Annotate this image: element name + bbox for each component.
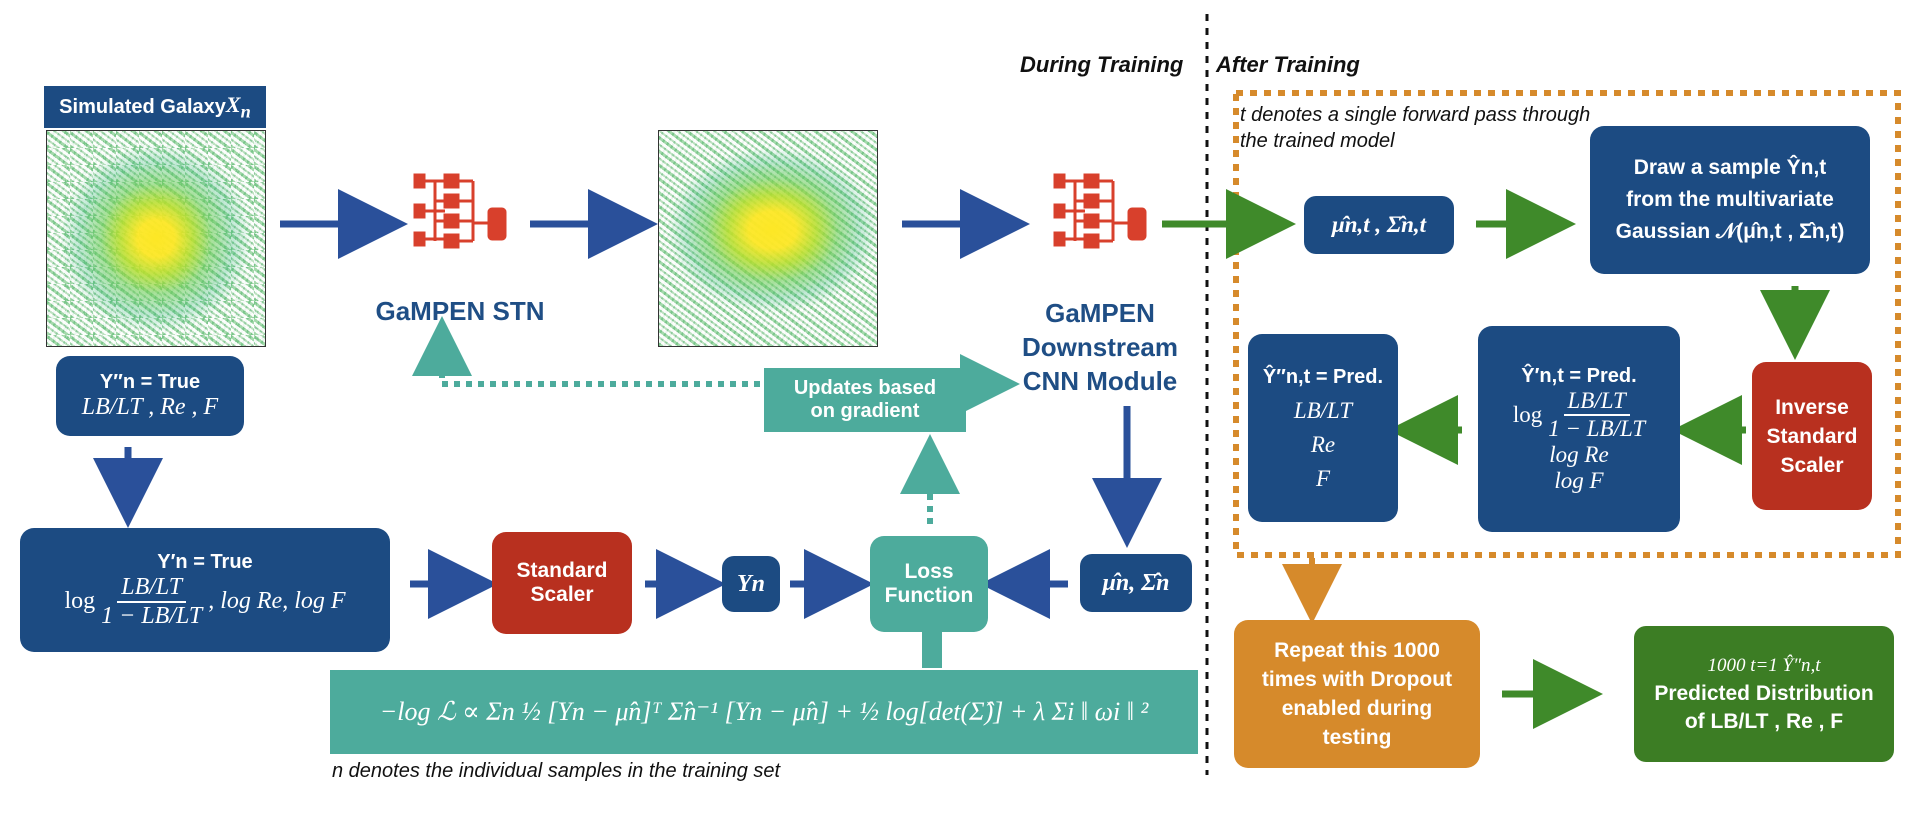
transformed-galaxy-image (658, 130, 878, 347)
draw-line3: Gaussian 𝒩(μ̂n,t , Σ̂n,t) (1615, 220, 1845, 243)
simulated-galaxy-label: Simulated Galaxy Xn (44, 86, 266, 128)
stn-network-icon (413, 173, 507, 249)
downstream-label-line2: Downstream (1021, 332, 1179, 362)
draw-line1: Draw a sample Ŷn,t (1633, 156, 1827, 179)
standard-scaler-line1: Standard (516, 559, 608, 582)
downstream-label-line1: GaMPEN (1045, 298, 1155, 328)
final-line2: Predicted Distribution (1654, 682, 1874, 705)
pred-prime-fraction: LB/LT 1 − LB/LT (1548, 388, 1645, 442)
repeat-line1: Repeat this 1000 (1274, 639, 1440, 662)
inverse-line1: Inverse (1775, 395, 1849, 419)
mu-sigma-t-box: μ̂n,t , Σ̂n,t (1304, 196, 1454, 254)
true-transformed-rest: , log Re, log F (208, 588, 346, 614)
true-transformed-box: Y′n = True log LB/LT 1 − LB/LT , log Re,… (20, 528, 390, 652)
during-training-header: During Training (1020, 52, 1184, 77)
loss-stem (922, 632, 942, 668)
pred-dprime-line1: Ŷ″n,t = Pred. (1262, 366, 1384, 388)
inverse-line3: Scaler (1780, 453, 1844, 477)
repeat-dropout-box: Repeat this 1000 times with Dropout enab… (1234, 620, 1480, 768)
pred-dprime-line3: Re (1310, 432, 1336, 457)
predicted-distribution-box: 1000 t=1 Ŷ″n,t Predicted Distribution of… (1634, 626, 1894, 762)
loss-formula-box: −log ℒ ∝ Σn ½ [Yn − μ̂n]ᵀ Σ̂n⁻¹ [Yn − μ̂… (330, 670, 1198, 754)
downstream-label-line3: CNN Module (1022, 366, 1178, 396)
pred-prime-line3: log Re (1549, 441, 1609, 467)
true-transformed-formula: log LB/LT 1 − LB/LT , log Re, log F (64, 574, 345, 630)
loss-line2: Function (884, 584, 974, 607)
loss-function-box: Loss Function (870, 536, 988, 632)
draw-sample-box: Draw a sample Ŷn,t from the multivariate… (1590, 126, 1870, 274)
training-samples-note: n denotes the individual samples in the … (332, 760, 781, 782)
pred-dprime-line4: F (1315, 466, 1331, 491)
mu-sigma-text: μ̂n, Σ̂n (1102, 569, 1170, 596)
yn-box: Yn (722, 556, 780, 612)
mu-sigma-t-text: μ̂n,t , Σ̂n,t (1331, 212, 1427, 237)
standard-scaler-line2: Scaler (530, 583, 594, 606)
loss-formula-text: −log ℒ ∝ Σn ½ [Yn − μ̂n]ᵀ Σ̂n⁻¹ [Yn − μ̂… (379, 697, 1149, 726)
final-line3: of LB/LT , Re , F (1684, 710, 1844, 733)
yn-text: Yn (736, 570, 765, 597)
log-text: log (64, 588, 96, 614)
fraction-numerator: LB/LT (117, 574, 187, 603)
standard-scaler-box: Standard Scaler (492, 532, 632, 634)
pred-prime-line4: log F (1554, 467, 1604, 493)
pred-prime-formula: log LB/LT 1 − LB/LT (1513, 388, 1645, 442)
pred-prime-box: Ŷ′n,t = Pred. log LB/LT 1 − LB/LT log Re… (1478, 326, 1680, 532)
pred-dprime-box: Ŷ″n,t = Pred. LB/LT Re F (1248, 334, 1398, 522)
pred-prime-denominator: 1 − LB/LT (1548, 415, 1646, 441)
fraction-denominator: 1 − LB/LT (101, 602, 203, 629)
inverse-scaler-box: Inverse Standard Scaler (1752, 362, 1872, 510)
pred-dprime-line2: LB/LT (1293, 398, 1353, 423)
true-transformed-line1: Y′n = True (157, 550, 253, 573)
galaxy-label-math: Xn (225, 91, 251, 122)
cnn-network-icon (1053, 173, 1147, 249)
true-box-line1: Y″n = True (99, 371, 201, 393)
downstream-cnn-label: GaMPEN Downstream CNN Module (1000, 296, 1200, 398)
updates-line2: on gradient (810, 400, 920, 422)
draw-line2: from the multivariate (1626, 188, 1834, 211)
arrow-gradient-to-stn (412, 316, 760, 387)
updates-gradient-box: Updates based on gradient (764, 368, 966, 432)
after-training-frame (1233, 90, 1901, 558)
loss-line1: Loss (904, 560, 954, 583)
inverse-line2: Standard (1766, 424, 1858, 448)
repeat-line3: enabled during (1281, 697, 1433, 720)
pred-prime-line1: Ŷ′n,t = Pred. (1521, 364, 1637, 387)
mu-sigma-box: μ̂n, Σ̂n (1080, 554, 1192, 612)
true-box-line2: LB/LT , Re , F (81, 394, 219, 420)
simulated-galaxy-image (46, 130, 266, 347)
galaxy-label-text: Simulated Galaxy (59, 95, 226, 118)
repeat-line4: testing (1322, 726, 1392, 749)
after-training-header: After Training (1216, 52, 1360, 77)
stn-label: GaMPEN STN (375, 296, 545, 326)
fraction: LB/LT 1 − LB/LT (101, 574, 202, 630)
repeat-line2: times with Dropout (1261, 668, 1453, 691)
updates-line1: Updates based (793, 377, 937, 399)
pred-prime-log: log (1512, 401, 1543, 427)
forward-pass-note: t denotes a single forward pass through … (1240, 104, 1591, 152)
true-params-box: Y″n = True LB/LT , Re , F (56, 356, 244, 436)
final-top: 1000 t=1 Ŷ″n,t (1707, 655, 1821, 676)
pred-prime-numerator: LB/LT (1563, 388, 1630, 416)
